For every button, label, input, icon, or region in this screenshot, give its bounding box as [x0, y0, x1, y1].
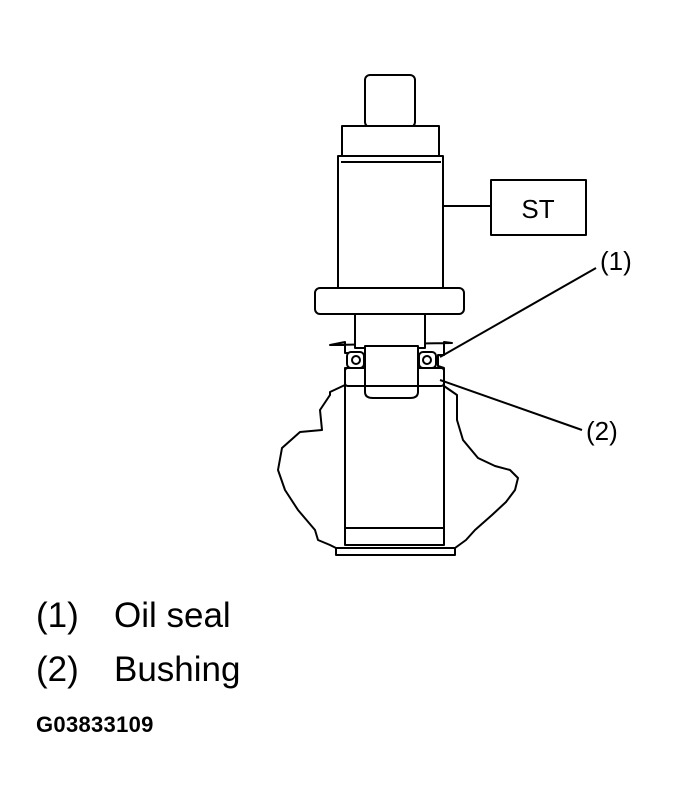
- st-label-box: [491, 180, 586, 235]
- callout-1-marker: (1): [600, 246, 632, 276]
- legend-item-oil-seal: (1) Oil seal: [36, 596, 231, 636]
- oil-seal-spring-right: [422, 355, 432, 365]
- legend-text: Oil seal: [114, 596, 231, 635]
- legend-marker: (1): [36, 596, 79, 635]
- tool-flange: [315, 288, 464, 314]
- legend-text: Bushing: [114, 650, 241, 689]
- legend-marker: (2): [36, 650, 79, 689]
- legend-item-bushing: (2) Bushing: [36, 650, 240, 690]
- lower-bore: [345, 385, 444, 545]
- tool-tip: [365, 75, 415, 127]
- shaft-end: [365, 346, 418, 398]
- oil-seal-installation-diagram: ST (1) (2): [0, 0, 632, 590]
- tool-collar: [342, 126, 439, 156]
- callout-1-leader: [440, 268, 596, 357]
- callout-2-leader: [440, 380, 582, 430]
- callout-2-marker: (2): [586, 416, 618, 446]
- figure-code: G03833109: [36, 712, 154, 737]
- oil-seal-spring-left: [351, 355, 361, 365]
- tool-stem: [355, 314, 425, 348]
- st-label: ST: [521, 194, 554, 224]
- tool-body: [338, 156, 443, 288]
